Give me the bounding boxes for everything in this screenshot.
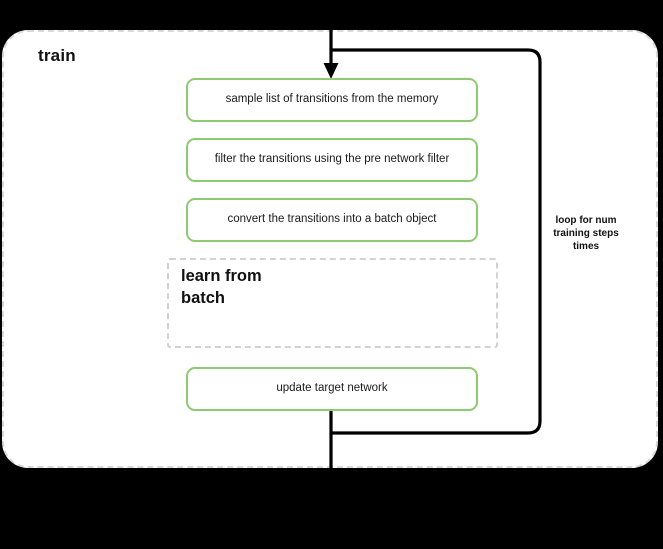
page-title: train: [38, 46, 76, 65]
step-update-target-network[interactable]: update target network: [186, 367, 478, 411]
step-filter-transitions-label: filter the transitions using the pre net…: [214, 153, 450, 166]
loop-annotation-line-1: loop for num: [555, 215, 617, 226]
step-filter-transitions[interactable]: filter the transitions using the pre net…: [186, 138, 478, 182]
step-convert-to-batch-label: convert the transitions into a batch obj…: [227, 213, 437, 226]
subprocess-title-line-2: batch: [181, 289, 226, 308]
subprocess-title-line-1: learn from: [181, 267, 262, 285]
step-sample-transitions[interactable]: sample list of transitions from the memo…: [186, 78, 478, 122]
loop-annotation-line-2: training steps: [553, 227, 619, 239]
loop-annotation: loop for num training steps times: [547, 215, 625, 253]
subprocess-learn-from-batch-title: learn from batch: [181, 265, 301, 310]
step-convert-to-batch[interactable]: convert the transitions into a batch obj…: [186, 198, 478, 242]
step-sample-transitions-label: sample list of transitions from the memo…: [225, 93, 439, 106]
subprocess-learn-from-batch[interactable]: [167, 258, 498, 348]
step-update-target-network-label: update target network: [276, 382, 388, 395]
loop-annotation-line-3: times: [572, 240, 600, 252]
